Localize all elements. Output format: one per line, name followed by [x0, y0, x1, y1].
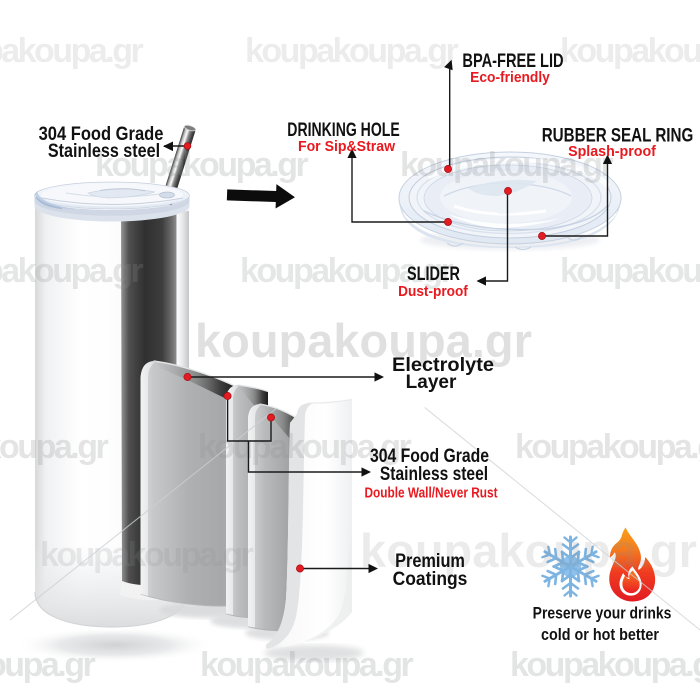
svg-text:Eco-friendly: Eco-friendly — [470, 70, 550, 87]
svg-text:Stainless steel: Stainless steel — [48, 140, 160, 162]
svg-text:koupakoupa.gr: koupakoupa.gr — [0, 32, 143, 70]
svg-text:koupakoupa.gr: koupakoupa.gr — [240, 252, 453, 290]
svg-text:koupakoupa.gr: koupakoupa.gr — [560, 32, 700, 70]
svg-text:SLIDER: SLIDER — [407, 263, 460, 284]
svg-text:Splash-proof: Splash-proof — [568, 144, 656, 160]
svg-text:koupakoupa.gr: koupakoupa.gr — [360, 524, 697, 577]
svg-text:Coatings: Coatings — [393, 567, 468, 589]
svg-text:For Sip&Straw: For Sip&Straw — [298, 139, 396, 155]
svg-text:koupakoupa.gr: koupakoupa.gr — [95, 146, 308, 184]
svg-text:koupakoupa.gr: koupakoupa.gr — [0, 252, 143, 290]
svg-text:koupakoupa.gr: koupakoupa.gr — [195, 314, 532, 367]
svg-text:koupakoupa.gr: koupakoupa.gr — [245, 32, 458, 70]
svg-text:koupakoupa.gr: koupakoupa.gr — [400, 146, 613, 184]
svg-text:cold or hot better: cold or hot better — [541, 626, 659, 644]
svg-text:RUBBER SEAL RING: RUBBER SEAL RING — [542, 124, 694, 146]
svg-text:Preserve your drinks: Preserve your drinks — [533, 604, 672, 622]
svg-text:DRINKING HOLE: DRINKING HOLE — [287, 119, 399, 141]
svg-text:Electrolyte: Electrolyte — [392, 354, 494, 375]
svg-text:Stainless steel: Stainless steel — [380, 463, 488, 485]
svg-text:koupakoupa.gr: koupakoupa.gr — [560, 252, 700, 290]
svg-text:koupakoupa.gr: koupakoupa.gr — [510, 646, 700, 684]
svg-text:Layer: Layer — [406, 372, 457, 393]
svg-text:Double Wall/Never Rust: Double Wall/Never Rust — [364, 484, 497, 501]
svg-text:304 Food Grade: 304 Food Grade — [39, 123, 164, 144]
svg-text:koupakoupa.gr: koupakoupa.gr — [200, 646, 413, 684]
svg-text:koupakoupa.gr: koupakoupa.gr — [198, 428, 411, 466]
svg-text:Premium: Premium — [395, 550, 465, 571]
svg-text:Dust-proof: Dust-proof — [398, 283, 468, 300]
svg-text:304 Food Grade: 304 Food Grade — [370, 445, 489, 467]
svg-text:koupakoupa.gr: koupakoupa.gr — [0, 428, 108, 466]
svg-text:koupakoupa.gr: koupakoupa.gr — [40, 536, 253, 574]
svg-text:BPA-FREE LID: BPA-FREE LID — [462, 50, 563, 71]
svg-text:koupakoupa.gr: koupakoupa.gr — [515, 428, 700, 466]
svg-text:koupakoupa.gr: koupakoupa.gr — [0, 646, 95, 684]
